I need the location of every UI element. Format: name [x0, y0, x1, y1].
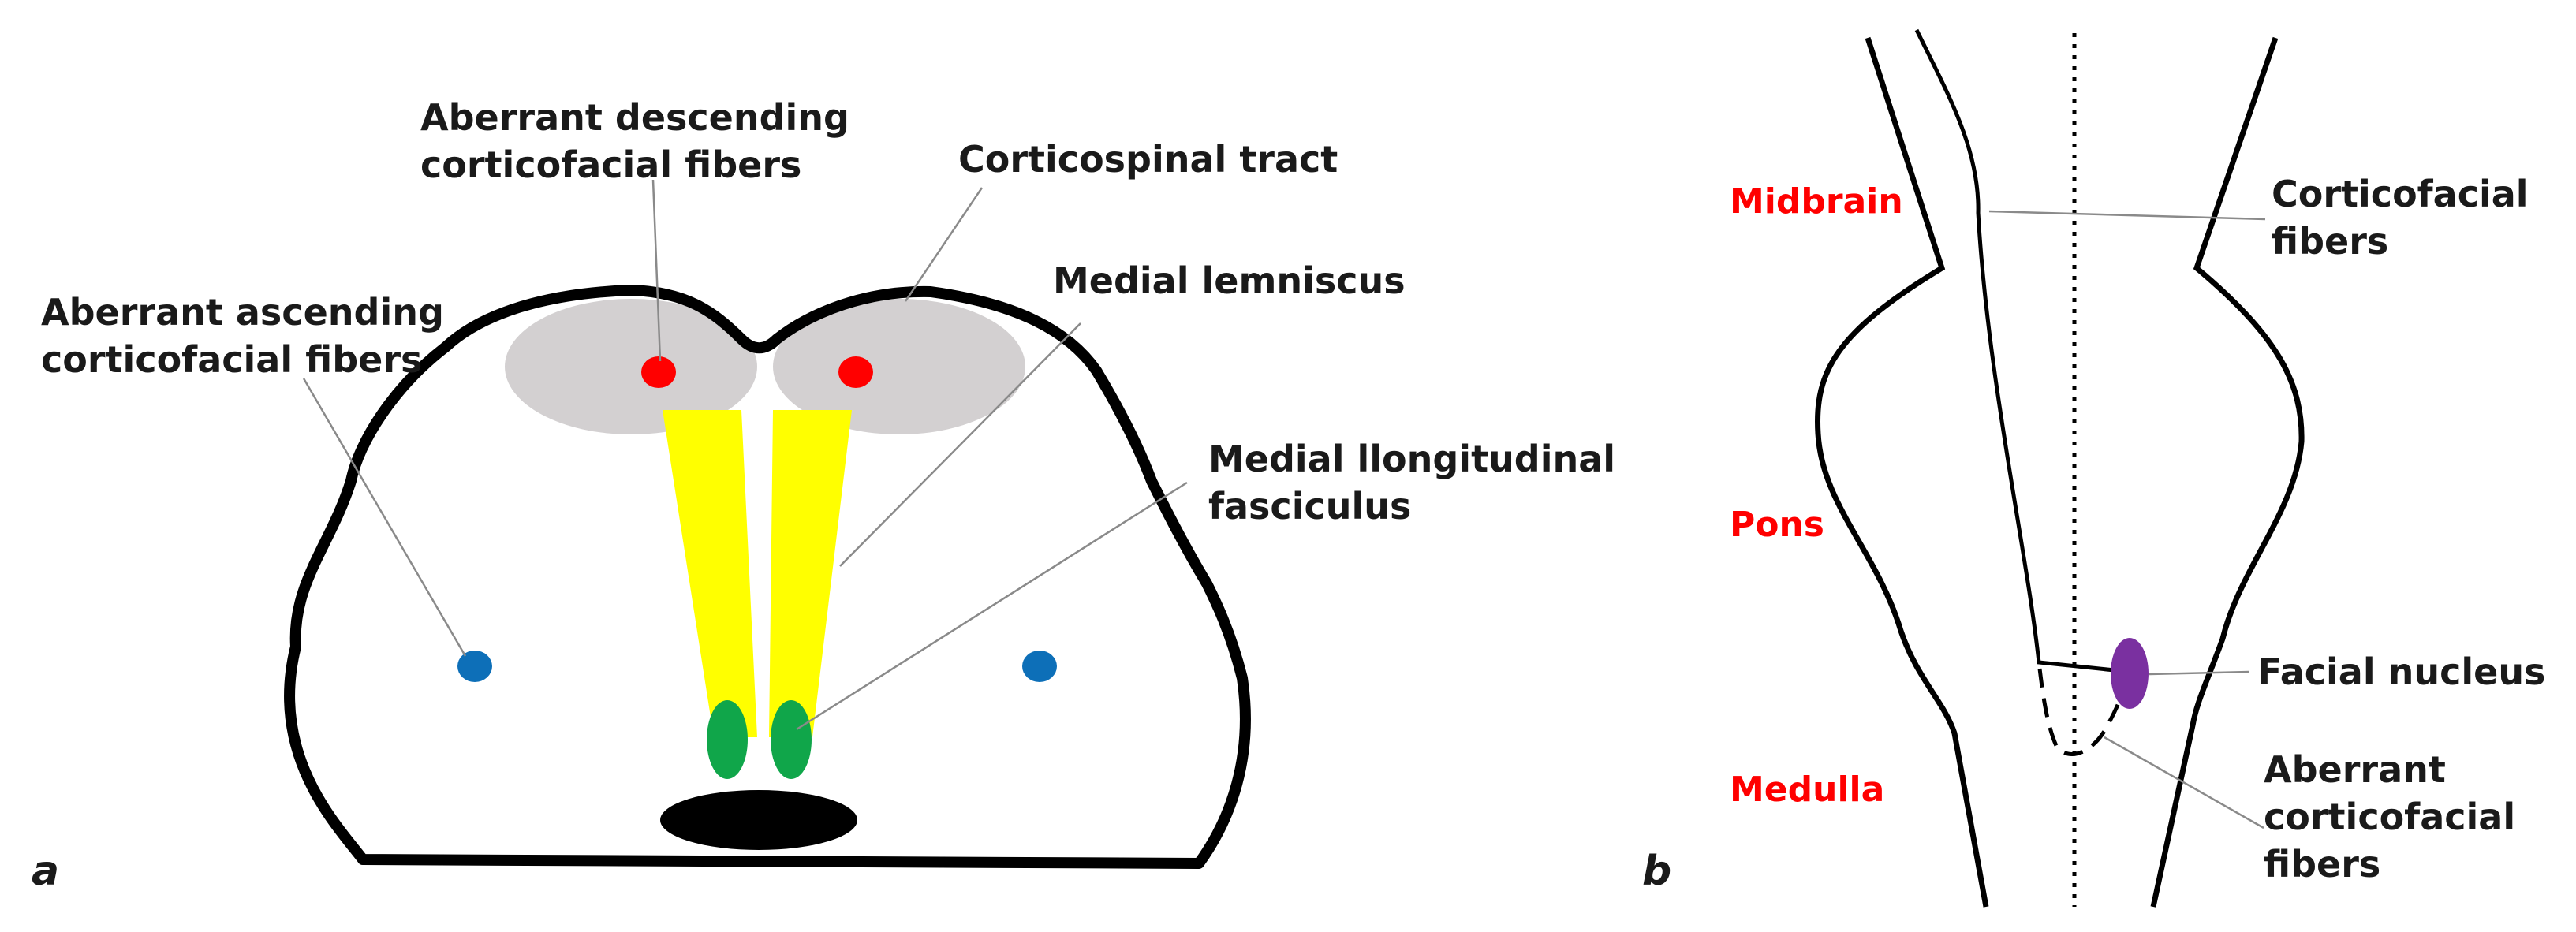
label-mlf: Medial llongitudinal fasciculus — [1208, 438, 1628, 528]
leader-ascending — [302, 378, 467, 657]
leader-corticospinal — [904, 187, 984, 302]
medial-lemniscus-left — [663, 410, 757, 737]
region-medulla: Medulla — [1730, 770, 1884, 810]
mlf-right — [771, 700, 812, 779]
label-aberrant-ascending: Aberrant ascending corticofacial fibers — [41, 291, 457, 381]
descending-fibers-dot-right — [838, 356, 873, 388]
brainstem-left-contour — [1815, 36, 1989, 908]
brainstem-outline — [284, 285, 1251, 869]
medial-lemniscus-right — [769, 410, 852, 737]
label-facial-nucleus: Facial nucleus — [2257, 651, 2545, 693]
leader-aberrant — [2104, 736, 2264, 829]
aberrant-corticofacial-path — [2037, 668, 2130, 756]
brainstem-right-contour — [2150, 36, 2305, 908]
corticospinal-tract-right — [773, 299, 1025, 434]
descending-fibers-dot-left — [641, 356, 676, 388]
facial-nucleus — [2111, 638, 2149, 709]
aqueduct — [660, 790, 857, 850]
label-corticofacial-fibers: Corticofacial fibers — [2272, 173, 2541, 263]
brainstem-base-line — [362, 856, 1200, 867]
leader-corticofacial — [1988, 210, 2266, 221]
corticofacial-fiber-tract — [1914, 28, 2130, 674]
corticospinal-tract-left — [505, 299, 757, 434]
ascending-fibers-dot-left — [457, 651, 492, 682]
ascending-fibers-dot-right — [1022, 651, 1057, 682]
label-medial-lemniscus: Medial lemniscus — [1053, 259, 1406, 302]
panel-b: Midbrain Pons Medulla Corticofacial fibe… — [1642, 28, 2545, 908]
region-midbrain: Midbrain — [1730, 181, 1903, 222]
leader-descending — [651, 179, 662, 362]
label-corticospinal-tract: Corticospinal tract — [958, 138, 1338, 181]
panel-label-b: b — [1642, 848, 1671, 895]
panel-a: Aberrant descending corticofacial fibers… — [32, 96, 1628, 895]
label-aberrant-descending: Aberrant descending corticofacial fibers — [420, 96, 862, 186]
panel-label-a: a — [32, 848, 59, 895]
label-aberrant-corticofacial: Aberrant corticofacial fibers — [2264, 748, 2528, 885]
leader-mlf — [796, 481, 1188, 731]
leader-facial-nucleus — [2149, 670, 2250, 676]
region-pons: Pons — [1730, 505, 1824, 545]
mlf-left — [707, 700, 748, 779]
leader-medial-lemniscus — [839, 322, 1081, 567]
